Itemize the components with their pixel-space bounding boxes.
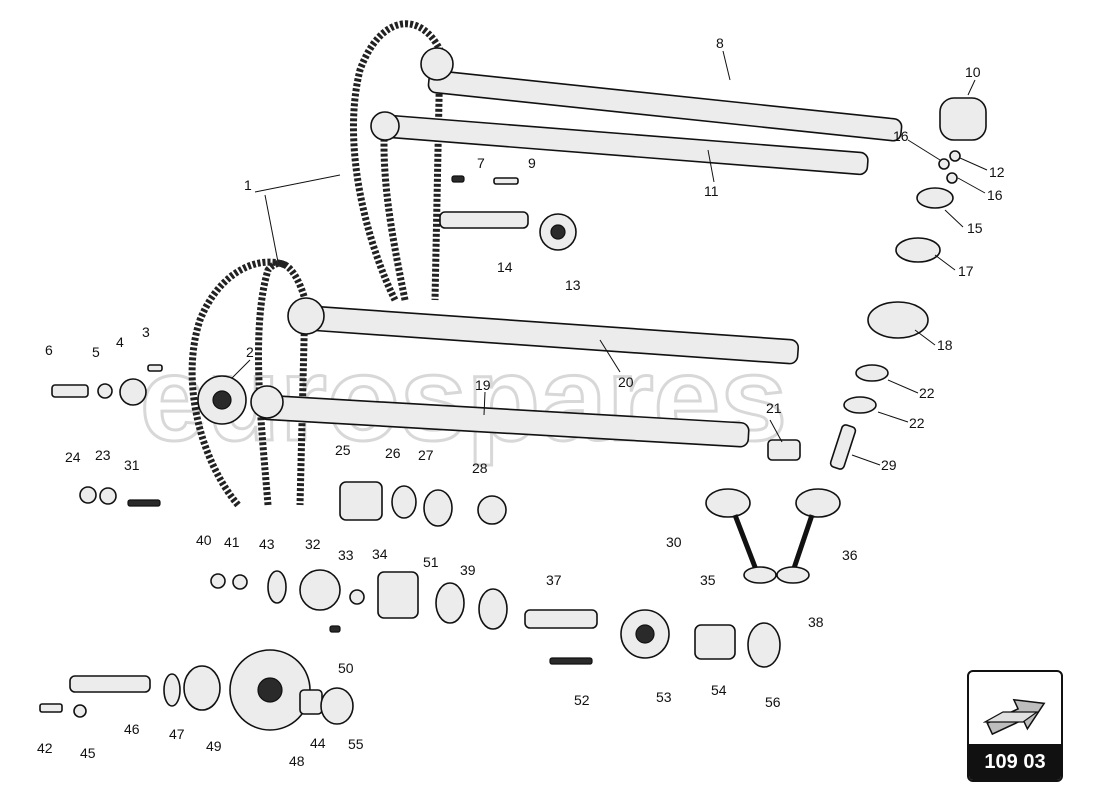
label-26: 26	[385, 445, 401, 461]
label-33: 33	[338, 547, 354, 563]
label-3: 3	[142, 324, 150, 340]
parts	[39, 97, 987, 731]
label-19: 19	[475, 377, 491, 393]
label-4: 4	[116, 334, 124, 350]
label-54: 54	[711, 682, 727, 698]
label-21: 21	[766, 400, 782, 416]
label-23: 23	[95, 447, 111, 463]
label-8: 8	[716, 35, 724, 51]
label-7: 7	[477, 155, 485, 171]
label-52: 52	[574, 692, 590, 708]
reference-box: 109 03	[967, 670, 1063, 782]
label-34: 34	[372, 546, 388, 562]
label-55: 55	[348, 736, 364, 752]
camshaft-8	[420, 47, 903, 142]
label-47: 47	[169, 726, 185, 742]
label-46: 46	[124, 721, 140, 737]
direction-arrow-icon	[983, 698, 1046, 736]
label-48: 48	[289, 753, 305, 769]
label-12: 12	[989, 164, 1005, 180]
label-18: 18	[937, 337, 953, 353]
label-17: 17	[958, 263, 974, 279]
label-24: 24	[65, 449, 81, 465]
label-56: 56	[765, 694, 781, 710]
label-22b: 22	[909, 415, 925, 431]
label-41: 41	[224, 534, 240, 550]
label-32: 32	[305, 536, 321, 552]
label-40: 40	[196, 532, 212, 548]
label-13: 13	[565, 277, 581, 293]
label-51: 51	[423, 554, 439, 570]
label-28: 28	[472, 460, 488, 476]
timing-chains	[188, 20, 444, 508]
label-29: 29	[881, 457, 897, 473]
label-5: 5	[92, 344, 100, 360]
label-39: 39	[460, 562, 476, 578]
label-43: 43	[259, 536, 275, 552]
label-15: 15	[967, 220, 983, 236]
label-30: 30	[666, 534, 682, 550]
camshaft-11	[370, 111, 869, 176]
camshaft-20	[287, 297, 800, 365]
part-labels: 1 2 3 4 5 6 7 8 9 10 11 12 13 14 15 16 1…	[37, 35, 1005, 769]
label-14: 14	[497, 259, 513, 275]
label-45: 45	[80, 745, 96, 761]
label-35: 35	[700, 572, 716, 588]
label-22a: 22	[919, 385, 935, 401]
label-38: 38	[808, 614, 824, 630]
label-50: 50	[338, 660, 354, 676]
reference-code: 109 03	[969, 744, 1061, 780]
label-37: 37	[546, 572, 562, 588]
label-42: 42	[37, 740, 53, 756]
label-9: 9	[528, 155, 536, 171]
label-16b: 16	[987, 187, 1003, 203]
label-11: 11	[704, 183, 719, 199]
label-20: 20	[618, 374, 634, 390]
label-25: 25	[335, 442, 351, 458]
label-44: 44	[310, 735, 326, 751]
label-31: 31	[124, 457, 140, 473]
label-6: 6	[45, 342, 53, 358]
label-53: 53	[656, 689, 672, 705]
label-10: 10	[965, 64, 981, 80]
camshaft-19	[250, 385, 750, 448]
label-2: 2	[246, 344, 254, 360]
leader-lines	[231, 50, 988, 466]
label-49: 49	[206, 738, 222, 754]
label-36: 36	[842, 547, 858, 563]
label-27: 27	[418, 447, 434, 463]
label-1: 1	[244, 177, 252, 193]
label-16a: 16	[893, 128, 909, 144]
